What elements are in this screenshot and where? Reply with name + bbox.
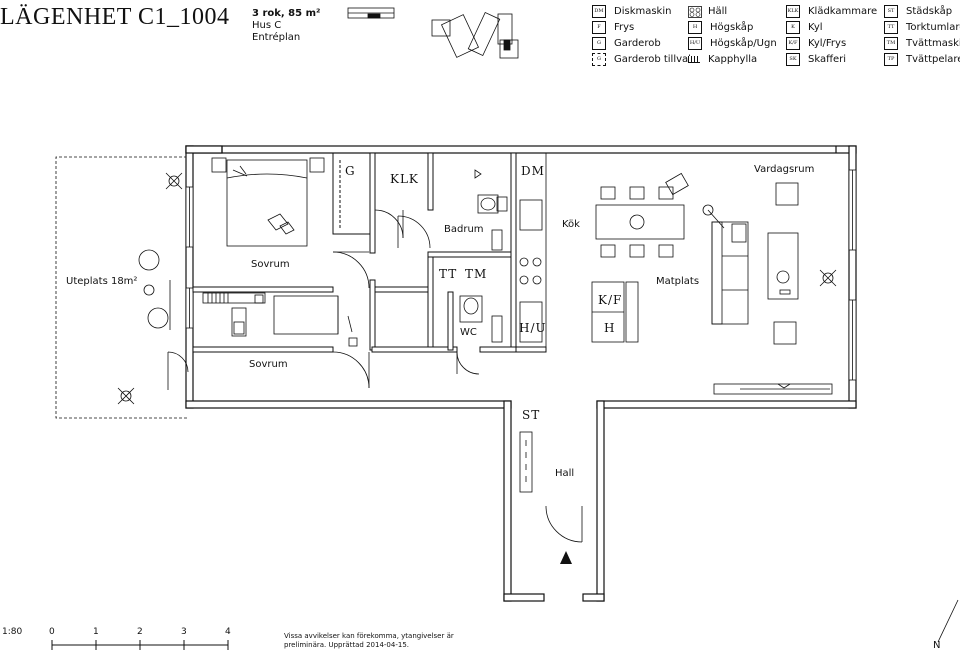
scale-tick: 3 [181,627,187,637]
legend-label: Högskåp [710,21,754,33]
legend-item: F Frys [592,20,634,34]
north-label: N [933,640,941,651]
legend-code: H [688,20,702,34]
tag-hu: H/U [519,321,547,335]
room-label-sovrum-2: Sovrum [249,359,288,370]
tag-tt: TT [439,267,458,281]
scale-bar [51,640,229,650]
legend-label: Skafferi [808,53,847,65]
legend-code: DM [592,4,606,18]
interior-walls [192,152,547,353]
legend-item: DM Diskmaskin [592,4,671,18]
legend-item: TT Torktumlare [884,20,960,34]
scale-tick: 2 [137,627,143,637]
legend-item: TP Tvättpelare [884,52,960,66]
legend-item: Kapphylla [688,52,757,66]
disclaimer-note: Vissa avvikelser kan förekomma, ytangive… [284,632,454,649]
legend-code: G [592,52,606,66]
rooms-area: 3 rok, 85 m² [252,8,321,19]
legend-item: SK Skafferi [786,52,846,66]
room-label-wc: WC [460,327,477,338]
legend-code: SK [786,52,800,66]
legend-label: Kyl/Frys [808,37,847,49]
entrance-arrow-icon [560,551,572,564]
room-label-vardagsrum: Vardagsrum [754,164,815,175]
room-label-sovrum-1: Sovrum [251,259,290,270]
legend-label: Häll [708,5,728,17]
tag-h: H [604,321,616,335]
legend-item: TM Tvättmaskin [884,36,960,50]
room-label-kok: Kök [562,219,580,230]
legend-code: F [592,20,606,34]
legend-code: K [786,20,800,34]
apartment-info: 3 rok, 85 m² Hus C Entréplan [252,8,320,44]
coat-rack-icon [688,55,700,63]
legend-code: TM [884,36,898,50]
legend-code: KLK [786,4,800,18]
room-label-uteplats: Uteplats 18m² [66,276,138,287]
legend-label: Klädkammare [808,5,878,17]
legend-code: K/F [786,36,800,50]
legend-label: Städskåp [906,5,953,17]
scale-tick: 4 [225,627,231,637]
compass-icon [937,599,959,643]
legend-code: TT [884,20,898,34]
legend-label: Frys [614,21,635,33]
legend-code: H/U [688,36,702,50]
legend-label: Garderob tillval [614,53,691,65]
outer-walls [185,145,857,602]
legend-code: TP [884,52,898,66]
legend-item: K Kyl [786,20,823,34]
tag-tm: TM [465,267,488,281]
room-label-badrum: Badrum [444,224,484,235]
legend-item: G Garderob [592,36,661,50]
legend-code: ST [884,4,898,18]
legend-item: H Högskåp [688,20,753,34]
terrace-outline [55,156,187,419]
legend-item: H/U Högskåp/Ugn [688,36,777,50]
legend-item: G Garderob tillval [592,52,691,66]
tag-klk: KLK [390,172,419,186]
legend-code: G [592,36,606,50]
legend-label: Torktumlare [906,21,960,33]
legend-label: Tvättmaskin [906,37,960,49]
scale-tick: 0 [49,627,55,637]
legend-label: Tvättpelare [906,53,960,65]
legend-item: K/F Kyl/Frys [786,36,846,50]
tag-dm: DM [521,164,545,178]
legend-label: Garderob [614,37,661,49]
legend-item: Häll [688,4,727,18]
hob-icon [688,5,702,18]
legend-item: KLK Klädkammare [786,4,877,18]
legend-label: Diskmaskin [614,5,672,17]
floor-name: Entréplan [252,32,301,43]
legend-label: Kyl [808,21,823,33]
tag-garderob: G [345,164,356,178]
room-label-matplats: Matplats [656,276,700,287]
tag-st: ST [522,408,541,422]
scale-ratio: 1:80 [2,627,23,637]
legend-label: Högskåp/Ugn [710,37,777,49]
legend-item: ST Städskåp [884,4,952,18]
tag-kf: K/F [598,293,623,307]
scale-tick: 1 [93,627,99,637]
apartment-title: LÄGENHET C1_1004 [0,4,230,30]
building-name: Hus C [252,20,282,31]
legend-label: Kapphylla [708,53,758,65]
room-label-hall: Hall [555,468,575,479]
